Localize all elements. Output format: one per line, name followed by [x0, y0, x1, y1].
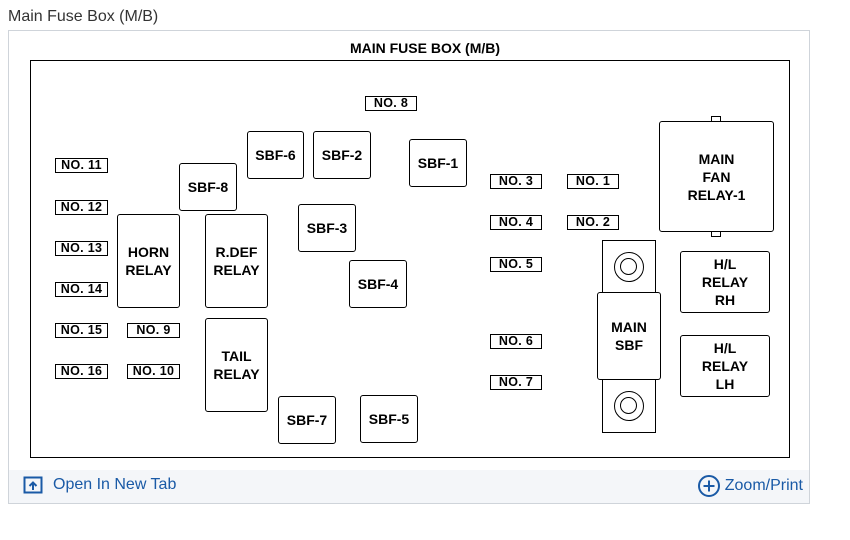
sbf-6-block: SBF-6: [247, 131, 304, 179]
fuse-label-no16: NO. 16: [55, 364, 108, 379]
fuse-label-no3: NO. 3: [490, 174, 542, 189]
open-in-new-tab-link[interactable]: Open In New Tab: [23, 476, 176, 494]
fuse-label-no8: NO. 8: [365, 96, 417, 111]
sbf-4-block: SBF-4: [349, 260, 407, 308]
sbf-2-block: SBF-2: [313, 131, 371, 179]
fuse-label-no10: NO. 10: [127, 364, 180, 379]
zoom-print-link[interactable]: Zoom/Print: [697, 474, 803, 498]
main-fan-relay-block: MAIN FAN RELAY-1: [659, 121, 774, 232]
page-title: Main Fuse Box (M/B): [8, 8, 159, 25]
image-footer: Open In New Tab Zoom/Print: [9, 470, 809, 503]
sbf-3-block: SBF-3: [298, 204, 356, 252]
fuse-label-no13: NO. 13: [55, 241, 108, 256]
horn-relay-block: HORN RELAY: [117, 214, 180, 308]
sbf-8-block: SBF-8: [179, 163, 237, 211]
hl-relay-lh-block: H/L RELAY LH: [680, 335, 770, 397]
main-sbf-bolt-bottom-icon: [614, 391, 644, 421]
zoom-plus-icon: [697, 475, 720, 497]
fuse-label-no4: NO. 4: [490, 215, 542, 230]
sbf-7-block: SBF-7: [278, 396, 336, 444]
main-sbf-block: MAIN SBF: [597, 292, 661, 380]
fuse-label-no9: NO. 9: [127, 323, 180, 338]
diagram-title: MAIN FUSE BOX (M/B): [349, 40, 501, 56]
fuse-label-no1: NO. 1: [567, 174, 619, 189]
hl-relay-rh-block: H/L RELAY RH: [680, 251, 770, 313]
fuse-label-no11: NO. 11: [55, 158, 108, 173]
open-in-new-tab-label: Open In New Tab: [53, 476, 177, 493]
rdef-relay-block: R.DEF RELAY: [205, 214, 268, 308]
sbf-5-block: SBF-5: [360, 395, 418, 443]
fuse-label-no5: NO. 5: [490, 257, 542, 272]
main-sbf-bolt-top-icon: [614, 252, 644, 282]
fuse-label-no6: NO. 6: [490, 334, 542, 349]
fuse-label-no2: NO. 2: [567, 215, 619, 230]
fuse-label-no7: NO. 7: [490, 375, 542, 390]
tail-relay-block: TAIL RELAY: [205, 318, 268, 412]
sbf-1-block: SBF-1: [409, 139, 467, 187]
zoom-print-label: Zoom/Print: [724, 477, 803, 494]
open-in-new-tab-icon: [23, 476, 43, 494]
fuse-label-no14: NO. 14: [55, 282, 108, 297]
fuse-label-no12: NO. 12: [55, 200, 108, 215]
fuse-label-no15: NO. 15: [55, 323, 108, 338]
fuse-box-outline: [30, 60, 790, 458]
